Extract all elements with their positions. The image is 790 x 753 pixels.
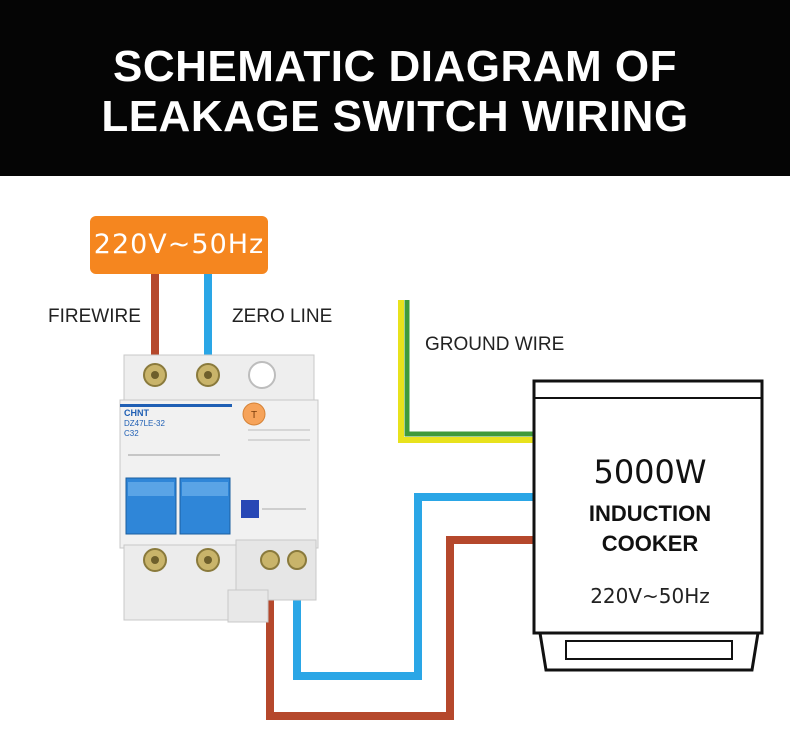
top-terminal-empty [248, 361, 276, 389]
cooker-power: 5000W [593, 453, 707, 491]
supply-voltage-badge: 220V~50Hz [90, 216, 268, 274]
test-button [242, 402, 266, 426]
svg-text:T: T [251, 410, 257, 421]
cooker-rating: 220V~50Hz [590, 584, 710, 608]
ground-wire-yellow [398, 300, 535, 443]
breaker-brand: CHNT [124, 408, 149, 418]
output-terminal-screw-1 [260, 550, 280, 570]
title-line-1: SCHEMATIC DIAGRAM OF [112, 42, 678, 91]
induction-cooker [532, 379, 764, 672]
leakage-breaker: T [119, 354, 319, 623]
cooker-name-line-1: INDUCTION [588, 501, 712, 526]
output-terminal-screw-2 [287, 550, 307, 570]
breaker-model: DZ47LE-32 C32 [124, 419, 165, 439]
firewire-label: FIREWIRE [48, 306, 141, 327]
cooker-name-line-2: COOKER [601, 531, 699, 556]
header-banner: SCHEMATIC DIAGRAM OF LEAKAGE SWITCH WIRI… [0, 0, 790, 176]
zero-wire-output [293, 493, 535, 680]
title-line-2: LEAKAGE SWITCH WIRING [101, 92, 689, 141]
breaker-current-rating: C32 [124, 429, 139, 438]
ground-wire-label: GROUND WIRE [425, 334, 565, 355]
breaker-model-number: DZ47LE-32 [124, 419, 165, 428]
ground-wire-green [404, 300, 535, 437]
zero-line-label: ZERO LINE [232, 306, 333, 327]
fire-wire-output [266, 536, 535, 720]
trip-indicator [241, 500, 259, 518]
cooker-control-slot [565, 640, 733, 660]
